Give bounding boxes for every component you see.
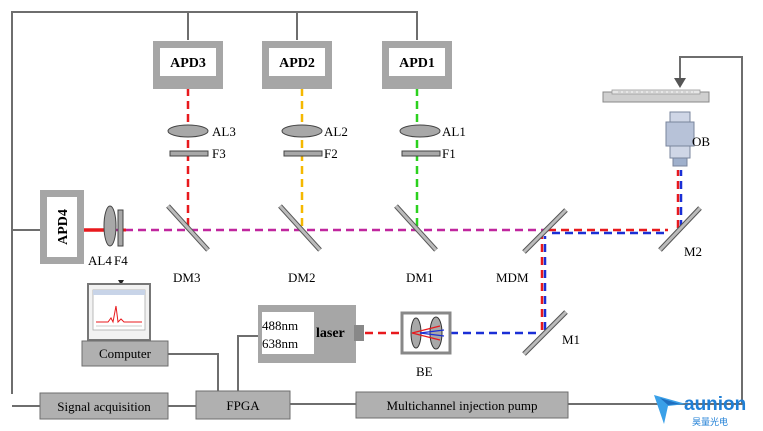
apd1-box: APD1 [382,41,452,89]
svg-text:F3: F3 [212,146,226,161]
computer-box: Computer [81,340,169,367]
al2-lens: AL2 [281,124,348,139]
laser-wavelength-488: 488nm [262,318,298,333]
f1-filter: F1 [401,146,456,161]
computer-label: Computer [99,346,152,361]
dm2-mirror: DM2 [278,204,322,285]
svg-text:M2: M2 [684,244,702,259]
sample-stage [602,89,710,103]
svg-text:DM3: DM3 [173,270,200,285]
dm3-mirror: DM3 [166,204,210,285]
apd2-box: APD2 [262,41,332,89]
al1-lens: AL1 [399,124,466,139]
svg-text:AL3: AL3 [212,124,236,139]
f2-filter: F2 [283,146,338,161]
injection-pump-label: Multichannel injection pump [387,398,538,413]
f4-filter: F4 [114,209,128,268]
apd4-label: APD4 [56,209,71,245]
svg-text:DM1: DM1 [406,270,433,285]
stage-arrow [674,78,686,88]
mdm-mirror: MDM [496,208,568,285]
dm1-mirror: DM1 [394,204,438,285]
svg-text:F2: F2 [324,146,338,161]
fpga-box: FPGA [195,390,291,420]
laser-beams [112,88,683,335]
svg-text:AL4: AL4 [88,253,112,268]
apd1-label: APD1 [399,56,435,71]
al3-lens: AL3 [167,124,236,139]
svg-text:OB: OB [692,134,710,149]
f3-filter: F3 [169,146,226,161]
be-label: BE [416,364,433,379]
svg-text:AL2: AL2 [324,124,348,139]
laser-label: laser [316,326,345,341]
signal-acquisition-box: Signal acquisition [39,392,169,420]
laser-wavelength-638: 638nm [262,336,298,351]
objective-lens: OB [665,111,710,167]
svg-text:MDM: MDM [496,270,529,285]
apd4-box: APD4 [40,190,84,264]
al4-lens: AL4 [88,205,117,268]
svg-text:AL1: AL1 [442,124,466,139]
apd3-label: APD3 [170,56,206,71]
fpga-label: FPGA [226,398,260,413]
svg-text:F1: F1 [442,146,456,161]
apd2-label: APD2 [279,56,315,71]
wire-computer-fpga [168,353,219,392]
signal-acquisition-label: Signal acquisition [57,399,151,414]
logo-subtitle-text: 昊量光电 [692,416,728,427]
aunion-logo: aunion 昊量光电 [654,394,746,427]
svg-text:DM2: DM2 [288,270,315,285]
m2-mirror: M2 [658,206,702,259]
beam-expander: BE [400,311,452,379]
injection-pump-box: Multichannel injection pump [355,391,569,419]
svg-text:F4: F4 [114,253,128,268]
computer-monitor [87,280,151,341]
svg-text:M1: M1 [562,332,580,347]
laser-source: 488nm 638nm laser [258,305,364,363]
logo-brand-text: aunion [684,394,746,415]
apd3-box: APD3 [153,41,223,89]
wire-top-apds [11,11,418,394]
m1-mirror: M1 [522,310,580,356]
wire-fpga-laser [237,335,258,392]
